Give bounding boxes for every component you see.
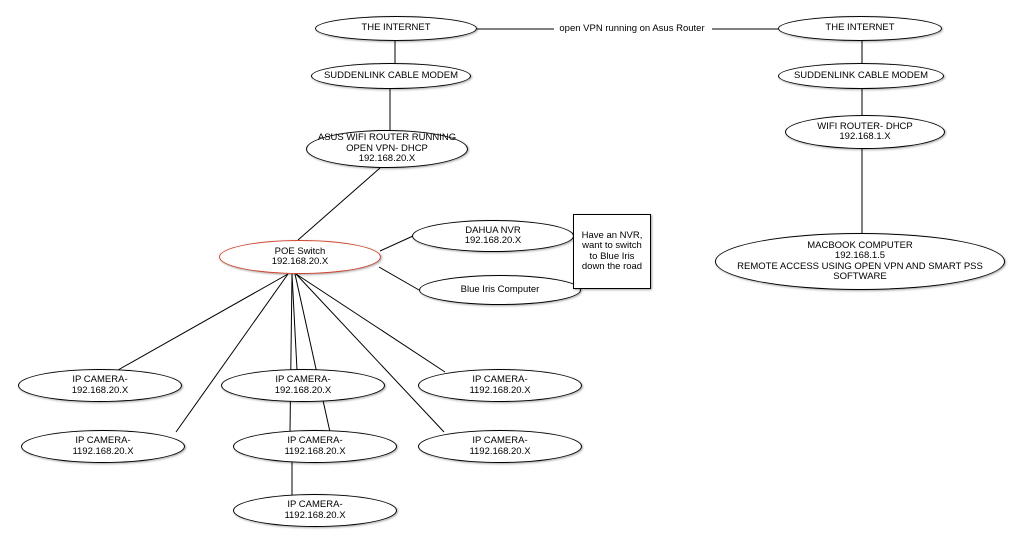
nvr-note: Have an NVR, want to switch to Blue Iris…	[573, 214, 651, 289]
internet-node-right: THE INTERNET	[778, 16, 942, 41]
vpn-link-label: open VPN running on Asus Router	[556, 23, 708, 35]
asus-router-node: ASUS WIFI ROUTER RUNNING OPEN VPN- DHCP …	[306, 130, 468, 168]
switch-to-camera-line	[175, 273, 289, 433]
ip-camera-node: IP CAMERA- 1192.168.20.X	[418, 369, 582, 402]
ip-camera-node: IP CAMERA- 192.168.20.X	[18, 369, 182, 402]
macbook-computer-node: MACBOOK COMPUTER 192.168.1.5 REMOTE ACCE…	[715, 233, 1005, 290]
cable-modem-node-left: SUDDENLINK CABLE MODEM	[311, 63, 471, 89]
switch-to-camera-line	[117, 273, 289, 371]
switch-to-camera-line	[289, 273, 293, 433]
internet-node-left: THE INTERNET	[315, 16, 477, 41]
wifi-router-node: WIFI ROUTER- DHCP 192.168.1.X	[785, 115, 945, 149]
ip-camera-node: IP CAMERA- 192.168.20.X	[221, 369, 385, 402]
ip-camera-node: IP CAMERA- 1192.168.20.X	[233, 494, 397, 527]
ip-camera-node: IP CAMERA- 1192.168.20.X	[21, 430, 185, 463]
switch-to-camera-line	[291, 273, 298, 371]
poe-switch-node: POE Switch 192.168.20.X	[219, 240, 381, 274]
switch-to-blueiris-line	[378, 266, 420, 291]
router-to-switch-line	[297, 167, 381, 241]
switch-to-camera-line	[295, 273, 446, 373]
ip-camera-node: IP CAMERA- 1192.168.20.X	[418, 430, 582, 463]
switch-to-nvr-line	[379, 235, 414, 252]
cable-modem-node-right: SUDDENLINK CABLE MODEM	[778, 63, 944, 89]
dahua-nvr-node: DAHUA NVR 192.168.20.X	[412, 220, 574, 252]
switch-to-camera-line	[295, 273, 445, 433]
blue-iris-computer-node: Blue Iris Computer	[419, 275, 581, 305]
ip-camera-node: IP CAMERA- 1192.168.20.X	[233, 430, 397, 463]
switch-to-camera-line	[294, 273, 331, 433]
